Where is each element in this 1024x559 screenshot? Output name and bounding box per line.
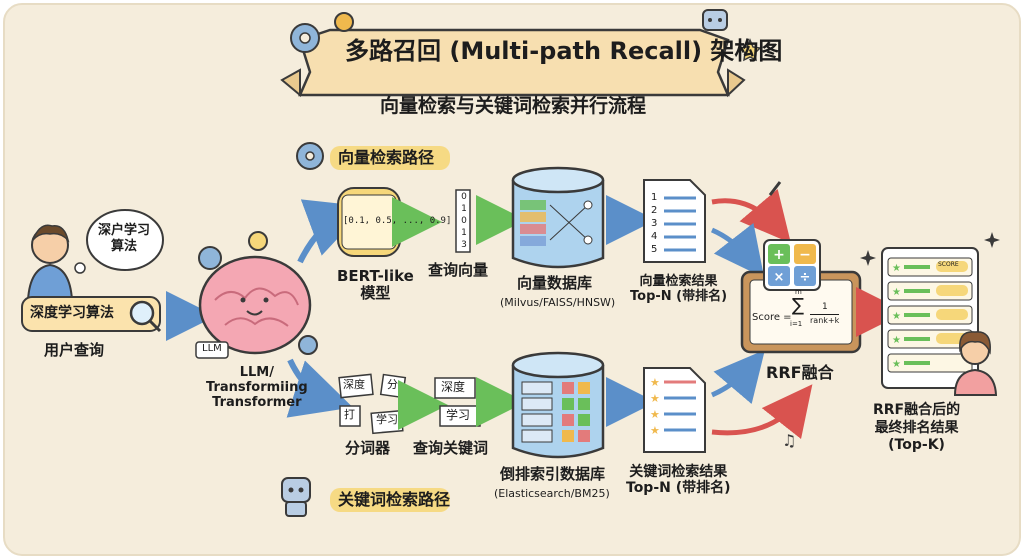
keyword-result-document: ★ ★ ★ ★ xyxy=(643,367,706,453)
vector-result-document xyxy=(643,179,706,263)
bert-model-label: BERT-like 模型 xyxy=(337,267,414,303)
svg-text:★: ★ xyxy=(892,311,901,322)
svg-text:★: ★ xyxy=(892,359,901,370)
inverted-index-label: 倒排索引数据库 xyxy=(500,465,606,483)
svg-text:★: ★ xyxy=(650,424,660,437)
svg-text:×: × xyxy=(774,270,785,285)
robot-icon xyxy=(702,9,728,31)
star-icon xyxy=(738,38,762,62)
arrow-vector-result-to-rrf xyxy=(711,188,791,244)
svg-text:★: ★ xyxy=(892,287,901,298)
llm-label: LLM/ Transformiing Transformer xyxy=(206,365,308,410)
token-card: 打 xyxy=(344,408,355,421)
gear-icon xyxy=(296,142,324,170)
vector-result-numbers: 1 2 3 4 5 xyxy=(651,192,658,255)
svg-text:÷: ÷ xyxy=(800,270,811,285)
svg-text:★: ★ xyxy=(892,263,901,274)
query-keywords-label: 查询关键词 xyxy=(413,439,489,457)
formula-sum-top: m xyxy=(795,288,802,296)
token-card: 深度 xyxy=(343,378,365,391)
keyword-path-title: 关键词检索路径 xyxy=(338,490,451,509)
gear-icon xyxy=(290,23,320,53)
svg-text:★: ★ xyxy=(650,376,660,389)
keyword-result-label: 关键词检索结果 Top-N (带排名) xyxy=(626,464,731,497)
formula-sigma: ∑ xyxy=(792,295,805,316)
vector-result-label: 向量检索结果 Top-N (带排名) xyxy=(630,274,728,304)
formula-sum-bottom: i=1 xyxy=(790,320,803,328)
query-vector-label: 查询向量 xyxy=(428,261,489,279)
thought-bubble xyxy=(74,209,164,274)
vector-path-title: 向量检索路径 xyxy=(338,148,435,167)
presenter-avatar xyxy=(953,331,998,396)
llm-badge-text: LLM xyxy=(202,343,222,354)
svg-text:★: ★ xyxy=(650,392,660,405)
vector-digits: 0 1 0 1 3 xyxy=(461,192,467,250)
final-ranking-panel: ★ ★ ★ ★ ★ xyxy=(881,247,979,389)
inverted-index-database-icon xyxy=(511,351,605,459)
svg-text:★: ★ xyxy=(892,335,901,346)
sparkle-icon xyxy=(984,232,1000,248)
final-result-label: RRF融合后的 最终排名结果 (Top-K) xyxy=(873,402,961,453)
svg-text:★: ★ xyxy=(650,408,660,421)
pencil-icon xyxy=(768,181,782,196)
brain-icon xyxy=(198,255,312,355)
embedding-text: [0.1, 0.5, ..., 0.9] xyxy=(343,216,452,226)
page-title: 多路召回 (Multi-path Recall) 架构图 xyxy=(345,37,783,65)
gear-icon xyxy=(334,12,354,32)
rrf-fusion-label: RRF融合 xyxy=(766,363,834,382)
arrow-keyword-result-to-rrf xyxy=(711,384,813,440)
gear-icon xyxy=(298,335,318,355)
user-avatar xyxy=(26,224,74,301)
user-query-label: 用户查询 xyxy=(44,341,105,359)
page-subtitle: 向量检索与关键词检索并行流程 xyxy=(380,95,647,117)
arrow-llm-to-tokenizer xyxy=(286,358,353,418)
arrow-keyword-result-to-rrf-blue xyxy=(710,349,765,405)
gear-icon xyxy=(198,246,222,270)
token-card: 分 xyxy=(387,378,398,391)
query-vector-column xyxy=(455,189,471,253)
keyword-chip: 深度 xyxy=(441,380,466,394)
keyword-path-highlight xyxy=(330,488,450,512)
music-note-icon: ♫ xyxy=(782,431,796,450)
formula-numerator: 1 xyxy=(822,302,828,312)
robot-icon xyxy=(281,477,311,517)
search-box xyxy=(21,296,162,333)
search-query-text: 深度学习算法 xyxy=(30,305,114,321)
llm-badge xyxy=(195,341,229,359)
token-card: 学习 xyxy=(376,413,398,426)
title-banner xyxy=(280,28,746,98)
svg-text:−: − xyxy=(799,247,811,263)
arrow-vector-result-to-rrf-blue xyxy=(710,222,765,278)
vector-db-subtitle: (Milvus/FAISS/HNSW) xyxy=(500,296,616,309)
vector-path-highlight xyxy=(330,146,450,170)
keyword-chip: 学习 xyxy=(446,408,471,422)
svg-text:+: + xyxy=(773,247,785,263)
calculator-icon: + − × ÷ xyxy=(763,239,821,291)
sparkle-icon xyxy=(860,250,876,266)
thought-bubble-text: 深户学习 算法 xyxy=(98,223,151,254)
formula-score: Score = xyxy=(752,312,792,323)
inverted-index-subtitle: (Elasticsearch/BM25) xyxy=(494,487,610,500)
tokenizer-label: 分词器 xyxy=(345,439,391,457)
vector-db-label: 向量数据库 xyxy=(517,274,593,292)
score-chip: SCORE xyxy=(938,261,959,268)
vector-database-icon xyxy=(511,166,605,269)
bert-model-box xyxy=(337,187,401,257)
formula-denominator: rank+k xyxy=(810,314,840,325)
lightbulb-icon xyxy=(248,231,268,251)
